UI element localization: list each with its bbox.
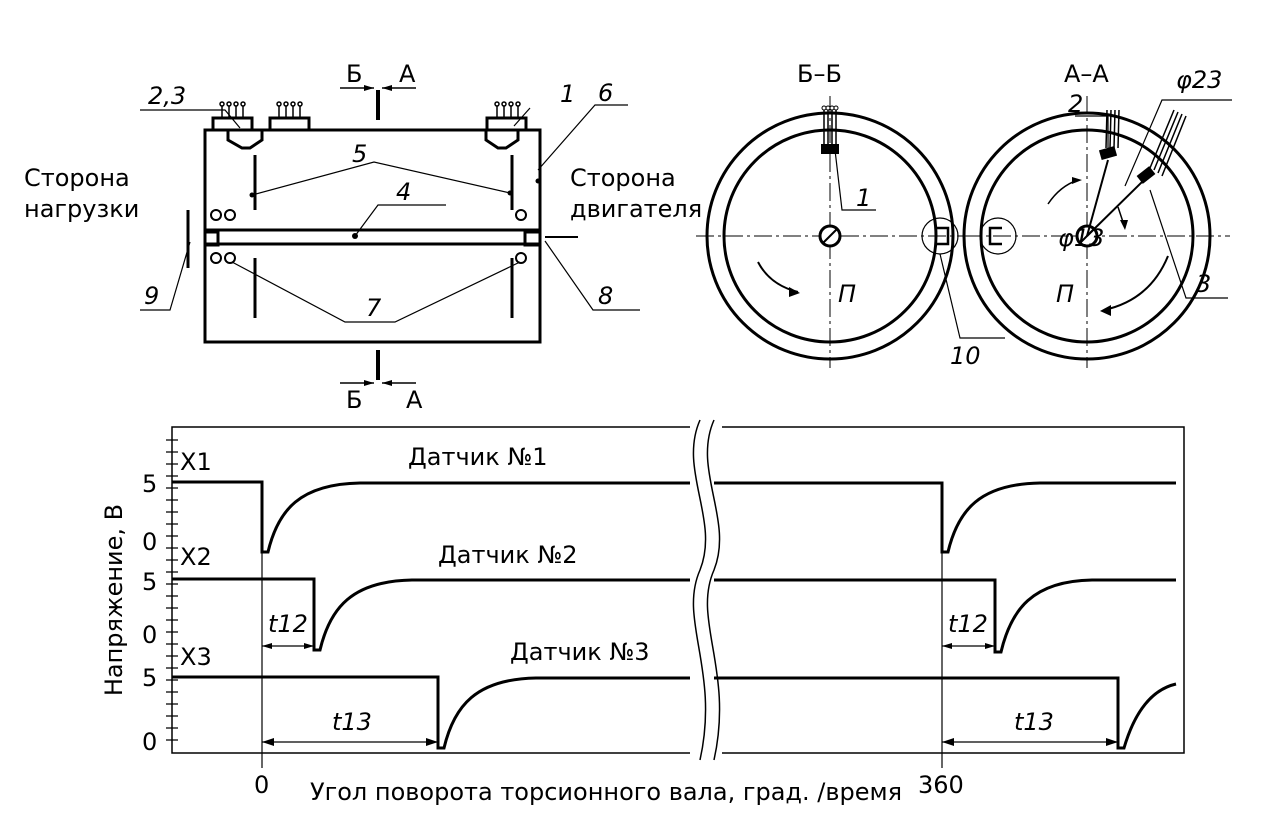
callout-aa-2: 2 (1068, 90, 1083, 118)
signal-trace-x2 (172, 577, 1176, 654)
callout-7: 7 (366, 294, 382, 322)
callout-bb-10: 10 (950, 342, 981, 370)
bearing-left-top (210, 209, 236, 221)
delay-dim-t13-b (942, 738, 1118, 746)
y-tick-5-ch2: 5 (142, 568, 157, 596)
section-cut-top (340, 85, 416, 120)
side-motor-line1: Сторона (570, 164, 676, 192)
y-tick-0-ch3: 0 (142, 728, 157, 756)
channel-name-x1: X1 (180, 448, 212, 476)
callout-2-3: 2,3 (148, 82, 186, 110)
y-tick-5-ch3: 5 (142, 664, 157, 692)
x-axis-label: Угол поворота торсионного вала, град. /в… (310, 778, 902, 806)
channel-name-x3: X3 (180, 643, 212, 671)
sensor-2-marker (1098, 109, 1120, 161)
sensor-block-2-3 (211, 116, 264, 150)
signal-trace-x3 (172, 675, 1177, 750)
phi13-label: φ13 (1058, 224, 1104, 252)
x-tick-360: 360 (918, 771, 964, 799)
section-label-b-bottom: Б (346, 386, 362, 414)
section-label-a-top: А (399, 60, 416, 88)
bearing-right-top (515, 209, 527, 221)
y-axis-ticks (166, 439, 178, 741)
assembly-view: Б А Б А 2,3 1 6 5 4 9 8 7 Сторона нагруз… (24, 60, 702, 414)
side-load-line1: Сторона (24, 164, 130, 192)
y-tick-0-ch2: 0 (142, 621, 157, 649)
connector-pins (219, 101, 521, 118)
callout-9: 9 (144, 282, 159, 310)
x-tick-0: 0 (254, 771, 269, 799)
channel-name-x2: X2 (180, 543, 212, 571)
callout-aa-3: 3 (1196, 270, 1211, 298)
delay-dim-t12-a (262, 643, 314, 649)
section-cut-bottom (340, 350, 416, 386)
section-aa-view: А–А φ13 φ23 2 3 (962, 60, 1232, 368)
sensor-3-marker (1136, 109, 1187, 184)
callout-bb-1: 1 (856, 184, 871, 212)
y-axis-label: Напряжение, В (100, 504, 128, 696)
chart-frame (171, 426, 1185, 754)
bearing-right-bottom (515, 252, 527, 264)
callout-4: 4 (396, 178, 411, 206)
signal-trace-x1 (172, 480, 1176, 554)
delay-dim-t12-b (942, 643, 995, 649)
phi23-label: φ23 (1176, 66, 1222, 94)
sensor-block-extra (268, 116, 311, 130)
sensor-label-3: Датчик №3 (510, 638, 650, 666)
callout-1: 1 (560, 80, 575, 108)
section-aa-title: А–А (1064, 60, 1109, 88)
callout-5: 5 (352, 140, 367, 168)
delay-label-t13-b: t13 (1014, 708, 1054, 736)
leader-lines (140, 104, 640, 323)
section-bb-view: Б–Б П 1 10 (696, 60, 1005, 370)
bearing-left-bottom (210, 252, 236, 264)
section-label-b-top: Б (346, 60, 362, 88)
sensor-label-2: Датчик №2 (438, 541, 578, 569)
side-motor-line2: двигателя (570, 195, 702, 223)
y-tick-0-ch1: 0 (142, 528, 157, 556)
section-label-a-bottom: А (406, 386, 423, 414)
callout-8: 8 (598, 282, 613, 310)
slot-aa (988, 226, 1002, 246)
slot-bb (936, 226, 950, 246)
timing-chart: 5 0 5 0 5 0 Напряжение, В X1 X2 X3 Датчи… (100, 419, 1185, 806)
delay-label-t12-b: t12 (948, 610, 988, 638)
y-tick-5-ch1: 5 (142, 470, 157, 498)
sensor-1-marker (821, 144, 839, 154)
delay-dim-t13-a (262, 738, 438, 746)
sensor-label-1: Датчик №1 (408, 443, 548, 471)
rotation-label-aa: П (1056, 280, 1074, 308)
sensor-block-1 (484, 116, 528, 150)
delay-label-t12-a: t12 (268, 610, 308, 638)
side-load-line2: нагрузки (24, 195, 139, 223)
callout-6: 6 (598, 79, 613, 107)
rotation-label-bb: П (838, 280, 856, 308)
section-bb-title: Б–Б (797, 60, 842, 88)
delay-label-t13-a: t13 (332, 708, 372, 736)
